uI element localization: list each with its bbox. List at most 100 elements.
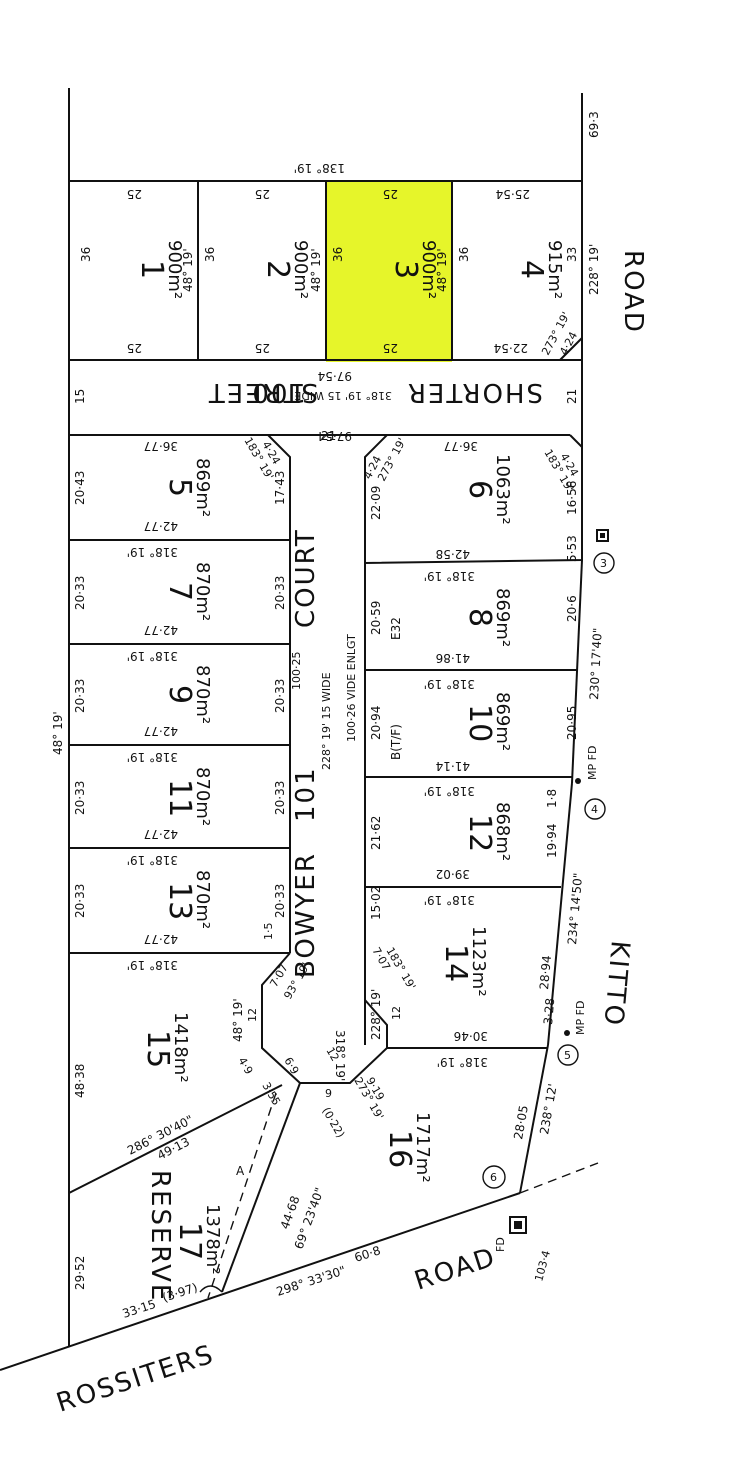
lot-6-top: 36·77: [444, 439, 478, 453]
lot-13-number: 13: [162, 882, 197, 920]
fd-peg-dot: [514, 1221, 522, 1229]
lot-9-bottom: 42·77: [144, 724, 178, 738]
lot-16-number: 16: [382, 1130, 417, 1168]
lot-7-left: 20·33: [73, 576, 87, 610]
lot-2-width: 36: [203, 247, 217, 262]
lot-13: 13 870m²: [162, 870, 213, 929]
lot-8-number: 8: [462, 608, 497, 627]
lot-4: 4 915m²: [514, 240, 565, 299]
fd-peg: [509, 1216, 527, 1234]
lot-9: 9 870m²: [162, 665, 213, 724]
court-number: 101: [291, 766, 321, 822]
lot-1-number: 1: [134, 260, 169, 279]
shorter-edge-top: 97·54: [318, 369, 352, 383]
cul-f: (0·22): [319, 1105, 347, 1140]
lot-8-bottom: 41·86: [436, 651, 470, 665]
mark-6-label: 6: [490, 1171, 497, 1184]
lot-4-corner: [559, 337, 583, 361]
lot-5-right: 17·43: [273, 471, 287, 505]
lot-13-corner: 1·5: [262, 923, 275, 941]
mark-3-label: 3: [600, 557, 607, 570]
lot-6-bottom-bearing: 318° 19': [424, 569, 475, 583]
lot-15: 15 1418m²: [140, 1012, 191, 1083]
reserve-label: RESERVE: [145, 1170, 175, 1302]
lot-7-bottom-bearing: 318° 19': [127, 649, 178, 663]
lot-7-area: 870m²: [192, 562, 213, 621]
lot-2-area: 900m²: [290, 240, 311, 299]
lot-6-right: 16·56: [565, 481, 579, 515]
lot-5-bottom: 42·77: [144, 519, 178, 533]
mark-6-circle: [482, 1165, 506, 1189]
mark-4-mpfd: MP FD: [586, 746, 599, 780]
rossiters-label: ROSSITERS: [53, 1339, 218, 1418]
lot-8-left: 20·59: [369, 601, 383, 635]
lot-2-top: 25: [255, 187, 270, 201]
lot-8-bottom-bearing: 318° 19': [424, 677, 475, 691]
diag-bearing: 69° 23'40": [292, 1186, 327, 1251]
lot-17-number: 17: [172, 1222, 207, 1260]
lot-5-left: 20·43: [73, 471, 87, 505]
cul-i: 6·9: [281, 1055, 301, 1077]
shorter-width-note: 318° 19' 15 WIDE: [294, 389, 392, 402]
lot-4-number: 4: [514, 260, 549, 279]
lot-12-left: 21·62: [369, 816, 383, 850]
lot-1-width: 36: [79, 247, 93, 262]
lot-6-number: 6: [462, 480, 497, 499]
kitto-bearing: 228° 19': [587, 244, 601, 295]
lot-3-area: 900m²: [418, 240, 439, 299]
cul-de-sac: [261, 952, 388, 1084]
mark-5-mpfd: MP FD: [574, 1001, 587, 1035]
mark-4-dot: [575, 778, 581, 784]
lot-14-bottom-bearing: 318° 19': [437, 1055, 488, 1069]
court-top: 21: [321, 429, 336, 443]
lot-2-bottom: 25: [255, 341, 270, 355]
lot-15-area: 1418m²: [170, 1012, 191, 1083]
lot-3-bottom: 25: [383, 341, 398, 355]
lot-12-number: 12: [462, 814, 497, 852]
kitto-bearing-3: 238° 12': [537, 1083, 560, 1136]
cul-12: 12: [323, 1045, 341, 1064]
lot-9-right: 20·33: [273, 679, 287, 713]
court-widening-note: 100·26 VIDE ENLGT: [345, 634, 358, 742]
cul-228: 228° 19': [369, 989, 383, 1040]
lot-8: 8 869m²: [462, 588, 513, 647]
lot-7-right: 20·33: [273, 576, 287, 610]
lot-12-bottom-bearing: 318° 19': [424, 893, 475, 907]
shorter-edge-bottom: 97·54: [318, 429, 352, 443]
lot-11-bottom-bearing: 318° 19': [127, 853, 178, 867]
cul-318: 318° 19': [333, 1030, 347, 1081]
shorter-right: 21: [565, 389, 579, 404]
lot-1-2-bearing: 48° 19': [181, 248, 195, 292]
cul-h: 4·9: [235, 1055, 255, 1077]
lot-2: 2 900m²: [260, 240, 311, 299]
kitto-bearing-1: 230° 17'40": [587, 627, 605, 700]
lot-11-bottom: 42·77: [144, 827, 178, 841]
lot-9-left: 20·33: [73, 679, 87, 713]
lot-8-right: 20·6: [565, 595, 579, 622]
lot-10-bottom: 41·14: [436, 759, 470, 773]
bowyer-label: BOWYER: [291, 852, 321, 978]
road-right-label: ROAD: [618, 250, 648, 334]
shorter-left: 15: [73, 389, 87, 404]
lot-12-bottom: 39·02: [436, 867, 470, 881]
lot-6: 6 1063m²: [462, 454, 513, 525]
mark-5-circle: [557, 1044, 579, 1066]
left-bearing: 48° 19': [51, 711, 65, 755]
lot-11-number: 11: [162, 779, 197, 817]
lot-10-bottom-bearing: 318° 19': [424, 784, 475, 798]
kitto-seg-2: 28·94: [537, 955, 554, 990]
lot-10-right: 20·95: [565, 706, 579, 740]
lot-14-bottom: 30·46: [454, 1029, 488, 1043]
lot-7-number: 7: [162, 582, 197, 601]
lot-16-west: [221, 1082, 301, 1293]
lot-14-number: 14: [438, 944, 473, 982]
lot-4-bottom: 22·54: [494, 341, 528, 355]
lot-9-bottom-bearing: 318° 19': [127, 750, 178, 764]
lot-1-bottom: 25: [127, 341, 142, 355]
lot-4-width: 36: [457, 247, 471, 262]
lot-3-number: 3: [388, 260, 423, 279]
mark-4-circle: [584, 798, 606, 820]
lot-10: 10 869m²: [462, 692, 513, 751]
lot-7: 7 870m²: [162, 562, 213, 621]
